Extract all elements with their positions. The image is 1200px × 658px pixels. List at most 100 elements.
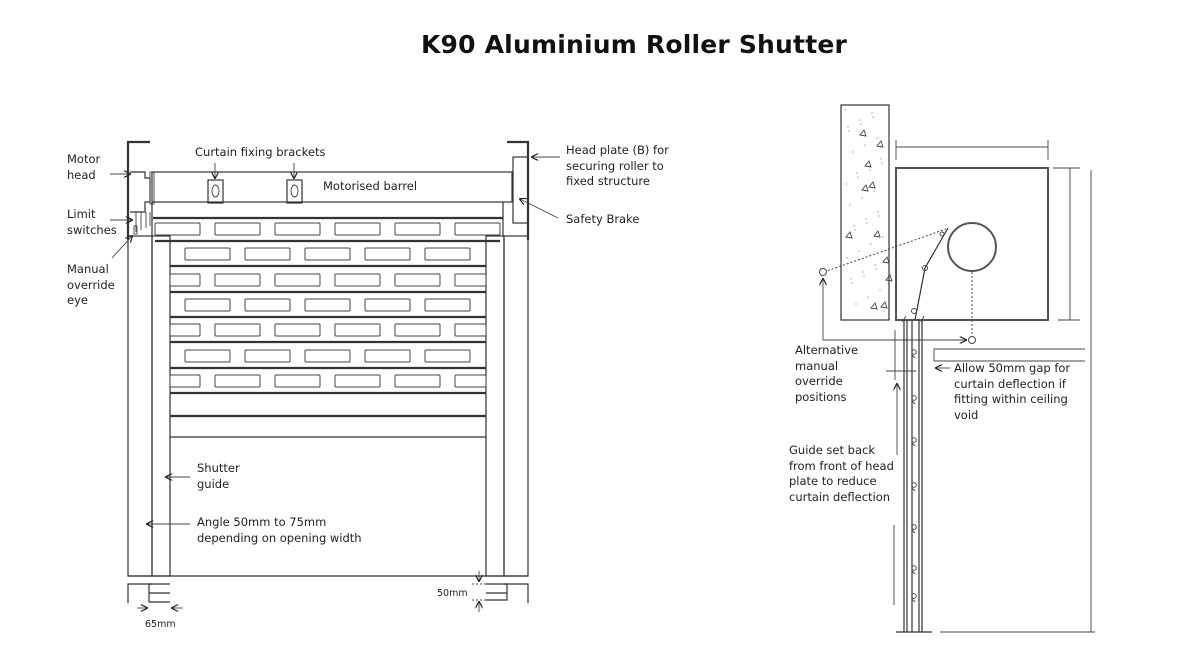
aggregate-mark bbox=[845, 231, 853, 239]
slat-vision-slot bbox=[184, 349, 231, 363]
aggregate-mark bbox=[861, 184, 869, 192]
left-head-plate bbox=[126, 140, 150, 240]
aggregate-dot bbox=[882, 236, 884, 238]
aggregate-dot bbox=[871, 112, 873, 114]
label-dim-65mm: 65mm bbox=[145, 619, 176, 630]
motor-head bbox=[130, 171, 155, 235]
front-view bbox=[110, 140, 560, 612]
aggregate-dot bbox=[848, 130, 850, 132]
aggregate-mark bbox=[868, 181, 876, 189]
slat-vision-slot bbox=[274, 273, 321, 287]
slat-vision-slot bbox=[334, 222, 381, 236]
aggregate-dot bbox=[858, 250, 860, 252]
roller-barrel bbox=[947, 222, 997, 272]
curtain-link bbox=[911, 349, 917, 355]
aggregate-dot bbox=[879, 289, 881, 291]
label-manual-override-eye: Manual override eye bbox=[67, 262, 115, 307]
curtain-link bbox=[911, 395, 917, 401]
slat-vision-slot bbox=[454, 323, 487, 337]
aggregate-dot bbox=[869, 169, 871, 171]
aggregate-dot bbox=[881, 162, 883, 164]
curtain-link-hook bbox=[911, 570, 916, 575]
aggregate-dot bbox=[856, 172, 858, 174]
slat-row bbox=[170, 247, 486, 268]
aggregate-dot bbox=[883, 310, 885, 312]
curtain-link bbox=[911, 524, 917, 530]
slat-vision-slot bbox=[244, 298, 291, 312]
aggregate-dot bbox=[857, 176, 859, 178]
curtain-link bbox=[911, 565, 917, 571]
slat-vision-slot bbox=[274, 323, 321, 337]
slat-vision-slot bbox=[334, 273, 381, 287]
left-angle bbox=[127, 235, 153, 577]
concrete-texture bbox=[844, 109, 893, 312]
curtain-link bbox=[911, 437, 917, 443]
aggregate-dot bbox=[875, 268, 877, 270]
curtain-link-hook bbox=[911, 598, 916, 603]
label-guide-set-back: Guide set back from front of head plate … bbox=[789, 443, 894, 504]
aggregate-dot bbox=[854, 229, 856, 231]
slat-vision-slot bbox=[424, 247, 471, 261]
slat-vision-slot bbox=[184, 298, 231, 312]
aggregate-dot bbox=[872, 116, 874, 118]
aggregate-dot bbox=[847, 126, 849, 128]
slat-vision-slot bbox=[394, 222, 441, 236]
aggregate-mark bbox=[873, 230, 881, 238]
concrete-wall bbox=[840, 104, 890, 321]
aggregate-dot bbox=[874, 264, 876, 266]
aggregate-dot bbox=[876, 137, 878, 139]
slat-row bbox=[169, 273, 487, 294]
aggregate-mark bbox=[885, 274, 893, 282]
label-safety-brake: Safety Brake bbox=[566, 212, 640, 226]
aggregate-dot bbox=[877, 211, 879, 213]
slat-vision-slot bbox=[364, 247, 411, 261]
curtain-fixing-bracket bbox=[286, 179, 303, 204]
right-shutter-guide bbox=[485, 235, 505, 577]
slat-vision-slot bbox=[364, 349, 411, 363]
right-angle bbox=[503, 235, 529, 577]
label-head-plate: Head plate (B) for securing roller to fi… bbox=[566, 143, 669, 188]
slat-vision-slot bbox=[424, 349, 471, 363]
diagram-title: K90 Aluminium Roller Shutter bbox=[420, 30, 848, 59]
curtain-link-hook bbox=[911, 354, 916, 359]
slat-vision-slot bbox=[244, 247, 291, 261]
slat-vision-slot bbox=[214, 323, 261, 337]
slat-row bbox=[169, 323, 487, 344]
aggregate-dot bbox=[845, 183, 847, 185]
slat-vision-slot bbox=[304, 247, 351, 261]
slat-vision-slot bbox=[184, 247, 231, 261]
curtain-link-hook bbox=[911, 487, 916, 492]
aggregate-dot bbox=[846, 257, 848, 259]
aggregate-mark bbox=[876, 140, 884, 148]
aggregate-dot bbox=[863, 275, 865, 277]
aggregate-dot bbox=[878, 215, 880, 217]
slat-vision-slot bbox=[214, 222, 261, 236]
aggregate-mark bbox=[864, 160, 872, 168]
aggregate-mark bbox=[870, 302, 878, 310]
curtain-link-hook bbox=[911, 400, 916, 405]
slat-vision-slot bbox=[154, 222, 201, 236]
slat-vision-slot bbox=[244, 349, 291, 363]
slat-vision-slot bbox=[169, 374, 201, 388]
slat-vision-slot bbox=[304, 349, 351, 363]
aggregate-dot bbox=[852, 151, 854, 153]
slat-vision-slot bbox=[274, 374, 321, 388]
label-dim-50mm: 50mm bbox=[437, 588, 468, 599]
slat-vision-slot bbox=[454, 222, 501, 236]
shutter-curtain bbox=[154, 222, 501, 438]
slat-vision-slot bbox=[304, 298, 351, 312]
bottom-right-detail bbox=[472, 571, 529, 612]
safety-brake bbox=[512, 156, 529, 224]
curtain-link bbox=[911, 593, 917, 599]
aggregate-dot bbox=[865, 218, 867, 220]
curtain-fixing-bracket bbox=[207, 179, 224, 204]
aggregate-dot bbox=[864, 144, 866, 146]
slat-row bbox=[170, 349, 486, 370]
aggregate-dot bbox=[862, 271, 864, 273]
aggregate-dot bbox=[855, 303, 857, 305]
slat-vision-slot bbox=[214, 374, 261, 388]
bottom-left-detail bbox=[127, 583, 183, 608]
label-angle: Angle 50mm to 75mm depending on opening … bbox=[197, 515, 362, 545]
aggregate-dot bbox=[849, 204, 851, 206]
